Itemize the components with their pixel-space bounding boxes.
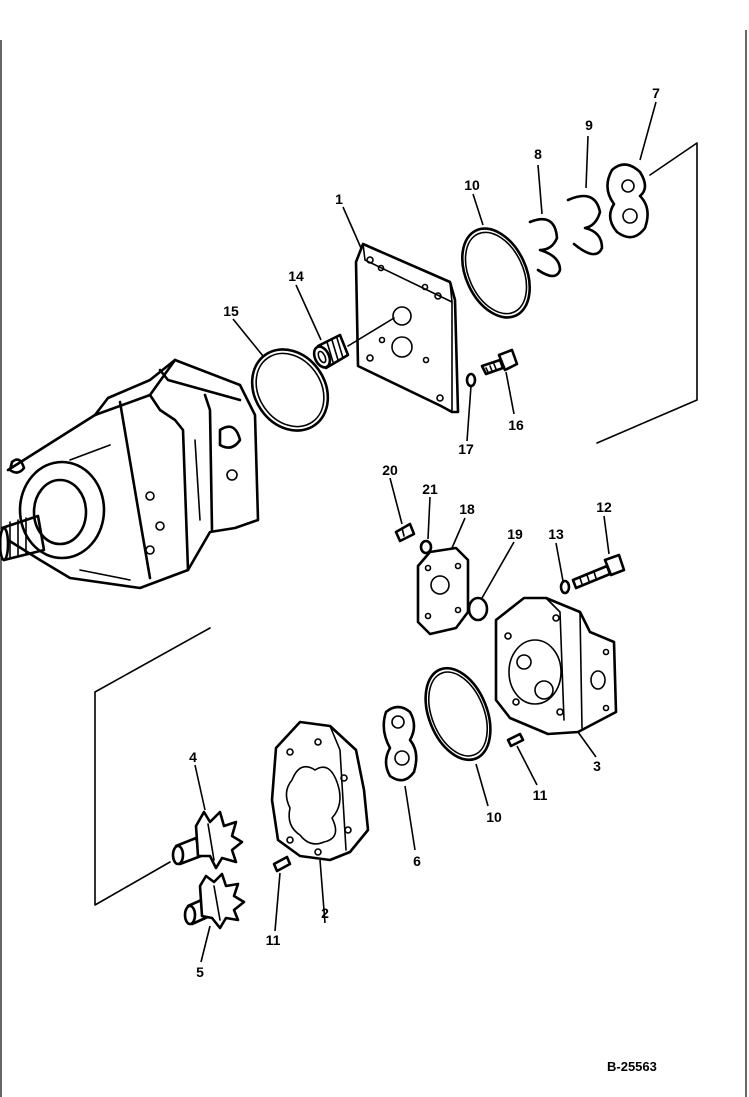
cover-3	[494, 596, 618, 736]
backup-ring-8	[528, 217, 562, 278]
seal-plate-6	[382, 705, 418, 782]
callout-18: 18	[459, 501, 475, 517]
callout-21: 21	[422, 481, 438, 497]
washer-17	[465, 372, 477, 388]
callout-9: 9	[585, 117, 593, 133]
callout-16: 16	[508, 417, 524, 433]
callout-6: 6	[413, 853, 421, 869]
callout-2: 2	[321, 905, 329, 921]
gear-case-2	[270, 720, 370, 862]
backup-ring-9	[566, 194, 604, 256]
callout-11-right: 11	[533, 787, 548, 803]
drive-gear-4	[171, 810, 244, 870]
pump-assembly	[0, 358, 260, 590]
callout-8: 8	[534, 146, 542, 162]
callout-5: 5	[196, 964, 204, 980]
dowel-pin-11-left	[272, 855, 292, 873]
callouts: 1 2 3 4 5 6 7 8 9 10 10 11 11 12 13 14 1…	[189, 85, 660, 980]
seal-plate-7	[606, 163, 649, 239]
callout-20: 20	[382, 462, 398, 478]
o-ring-10-upper	[461, 227, 531, 319]
o-ring-15	[250, 348, 330, 432]
dowel-pin-11-right	[506, 732, 525, 748]
callout-19: 19	[507, 526, 523, 542]
pin-20	[394, 522, 416, 543]
callout-10-lower: 10	[486, 809, 502, 825]
callout-4: 4	[189, 749, 197, 765]
callout-1: 1	[335, 191, 343, 207]
driven-gear-5	[183, 872, 246, 930]
callout-12: 12	[596, 499, 612, 515]
assembly-bracket-upper	[596, 142, 698, 444]
bolt-16	[480, 348, 519, 376]
o-ring-10-lower	[424, 666, 492, 762]
callout-11-left: 11	[266, 932, 281, 948]
callout-15: 15	[223, 303, 239, 319]
leader-lines	[194, 101, 657, 963]
washer-13	[559, 579, 571, 595]
callout-13: 13	[548, 526, 564, 542]
reference-number: B-25563	[607, 1059, 657, 1074]
bolt-12	[571, 553, 626, 590]
callout-7: 7	[652, 85, 660, 101]
callout-17: 17	[458, 441, 474, 457]
callout-10-upper: 10	[464, 177, 480, 193]
washer-21	[419, 539, 433, 555]
o-ring-19	[467, 596, 489, 622]
assembly-bracket-lower	[94, 627, 211, 906]
flange-18	[416, 546, 470, 636]
callout-14: 14	[288, 268, 304, 284]
callout-3: 3	[593, 758, 601, 774]
bearing-14	[312, 333, 350, 370]
flange-plate-1	[347, 242, 460, 414]
